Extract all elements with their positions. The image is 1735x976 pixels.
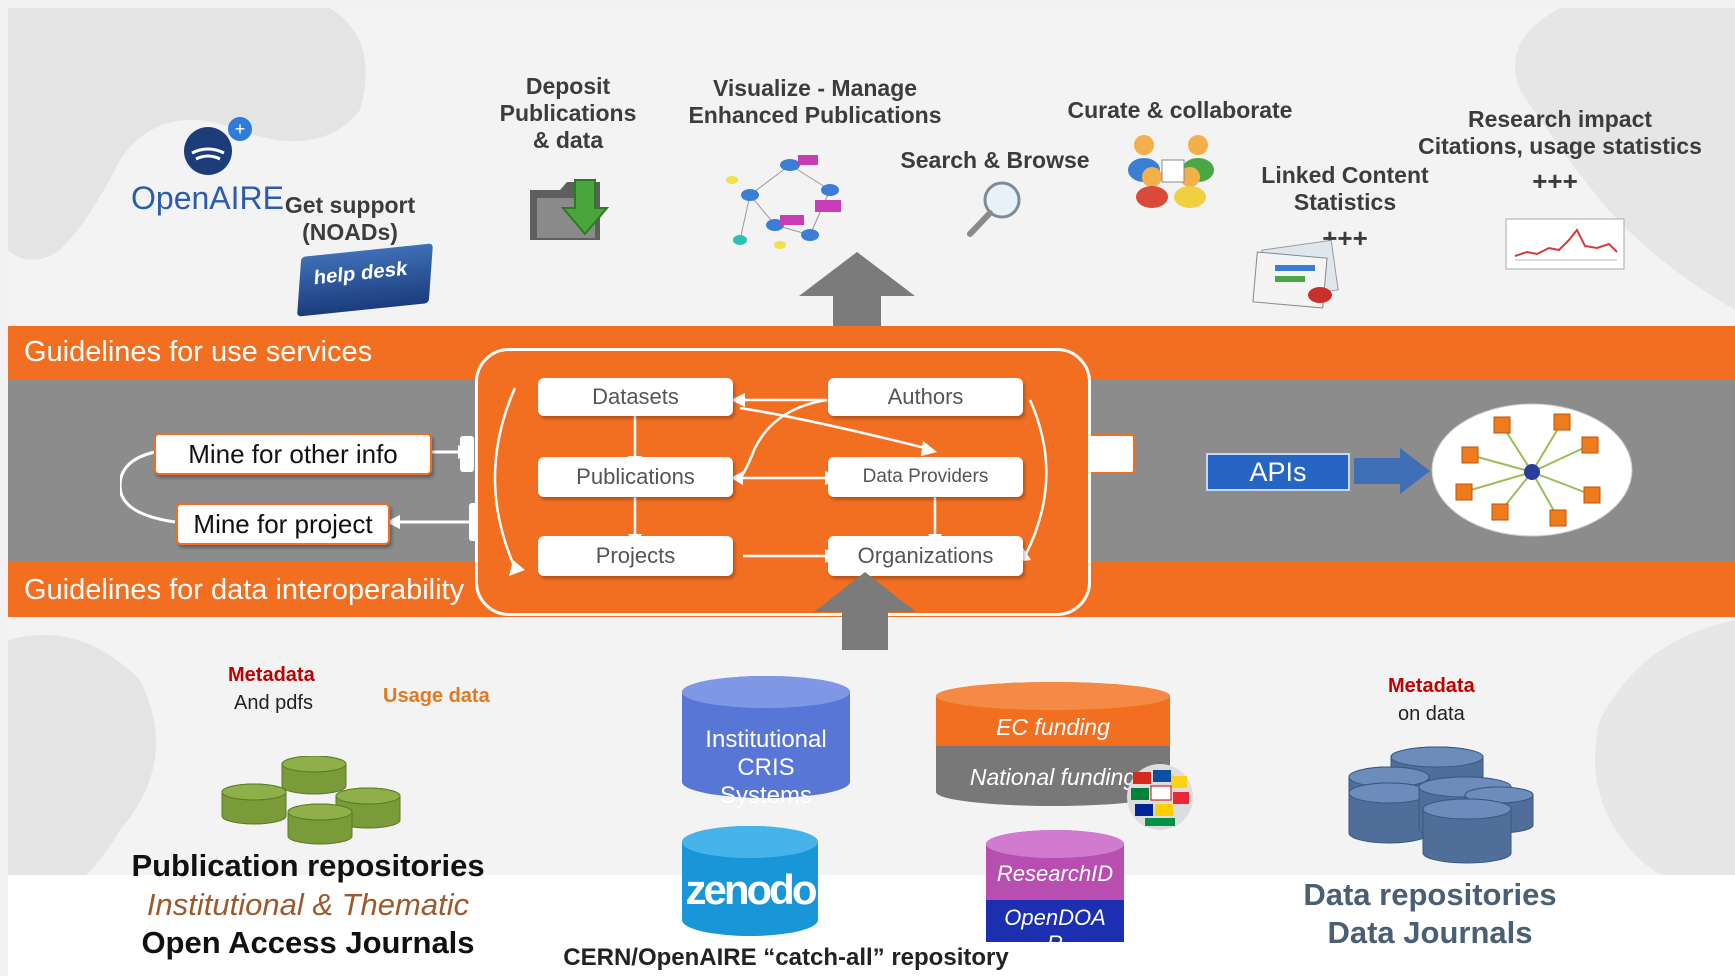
- svg-text:+: +: [235, 119, 246, 139]
- cris-db-icon[interactable]: [680, 676, 852, 801]
- entity-data-providers[interactable]: Data Providers: [828, 457, 1023, 497]
- metadata-left-label: Metadata: [228, 664, 315, 686]
- folder-download-icon[interactable]: [525, 170, 620, 250]
- entity-organizations[interactable]: Organizations: [828, 536, 1023, 576]
- up-arrow-sources: [814, 572, 916, 650]
- get-support-label: Get support (NOADs): [284, 192, 416, 245]
- interop-title: Guidelines for data interoperability: [24, 574, 465, 606]
- catch-all-label: CERN/OpenAIRE “catch-all” repository: [563, 944, 1009, 971]
- apis-arrow: [1354, 448, 1430, 494]
- impact-plus: +++: [1532, 166, 1578, 196]
- research-impact-label: Research impact Citations, usage statist…: [1418, 106, 1702, 159]
- opendoar-label: OpenDOA R: [1004, 905, 1106, 949]
- network-graph-icon[interactable]: [720, 145, 860, 260]
- linked-content-label: Linked Content Statistics: [1261, 162, 1429, 215]
- connector-stub-left: [460, 436, 474, 472]
- deposit-label: Deposit Publications & data: [499, 73, 637, 153]
- flags-globe-icon: [1127, 764, 1193, 830]
- data-repository-db-icon[interactable]: [1345, 745, 1541, 875]
- collaborate-people-icon[interactable]: [1122, 125, 1222, 210]
- on-data-label: on data: [1398, 703, 1465, 725]
- logo-text: OpenAIRE: [131, 180, 284, 216]
- researchid-label: ResearchID: [996, 861, 1114, 886]
- curate-label: Curate & collaborate: [1067, 97, 1293, 123]
- entity-projects[interactable]: Projects: [538, 536, 733, 576]
- api-network-icon[interactable]: [1430, 400, 1635, 540]
- connector-stub-left-2: [469, 503, 479, 541]
- apis-box[interactable]: APIs: [1206, 453, 1350, 491]
- mine-project-box[interactable]: Mine for project: [176, 503, 390, 545]
- national-funding-label: National funding: [969, 764, 1137, 790]
- use-services-title: Guidelines for use services: [24, 336, 373, 368]
- logo-icon: +: [184, 117, 252, 175]
- visualize-label: Visualize - Manage Enhanced Publications: [688, 75, 942, 128]
- researchid-db-icon[interactable]: [984, 830, 1126, 950]
- cris-label: Institutional CRIS Systems: [705, 726, 827, 809]
- search-browse-label: Search & Browse: [900, 147, 1090, 173]
- entity-datasets[interactable]: Datasets: [538, 378, 733, 416]
- ec-funding-label: EC funding: [996, 714, 1110, 740]
- data-repositories-label: Data repositories: [1303, 877, 1557, 912]
- mine-other-info-box[interactable]: Mine for other info: [154, 433, 432, 475]
- data-journals-label: Data Journals: [1327, 915, 1533, 950]
- entity-authors[interactable]: Authors: [828, 378, 1023, 416]
- funding-db-icon[interactable]: [934, 682, 1172, 810]
- institutional-thematic-label: Institutional & Thematic: [146, 887, 470, 922]
- helpdesk-text: help desk: [313, 257, 409, 290]
- usage-data-label: Usage data: [383, 685, 490, 707]
- connector-stub-right: [1086, 434, 1135, 474]
- metadata-right-label: Metadata: [1388, 675, 1475, 697]
- zenodo-logo-text: zenodo: [685, 866, 818, 913]
- magnifier-icon[interactable]: [960, 178, 1032, 240]
- statistics-docs-icon[interactable]: [1245, 240, 1355, 310]
- zenodo-db-icon[interactable]: [680, 826, 820, 938]
- impact-chart-icon[interactable]: [1505, 218, 1625, 270]
- open-access-journals-label: Open Access Journals: [141, 925, 475, 960]
- publication-db-icon[interactable]: [218, 756, 413, 856]
- up-arrow-services: [799, 252, 915, 326]
- entity-publications[interactable]: Publications: [538, 457, 733, 497]
- and-pdfs-label: And pdfs: [234, 692, 313, 714]
- publication-repositories-label: Publication repositories: [131, 848, 485, 883]
